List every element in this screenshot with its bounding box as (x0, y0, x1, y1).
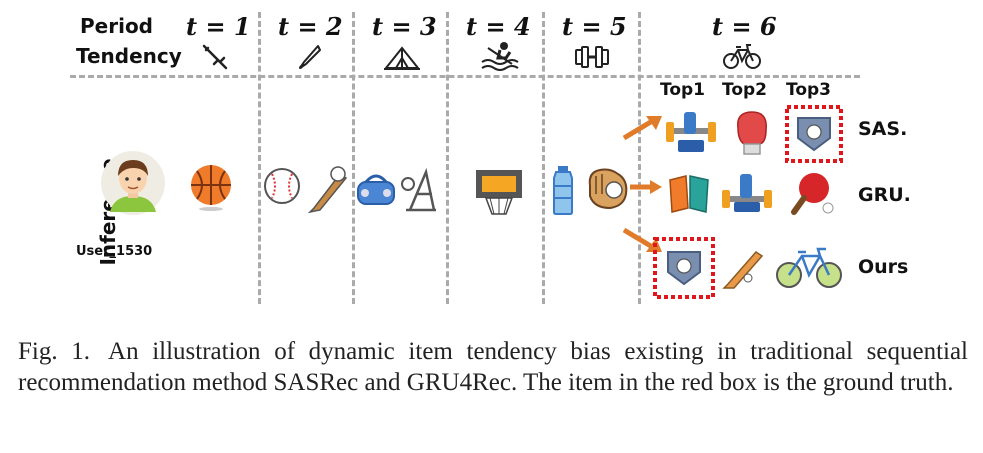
divider-3 (446, 12, 449, 304)
baseball-plate-ours-icon (653, 237, 715, 299)
period-t4: t = 4 (466, 12, 531, 41)
caption-text: An illustration of dynamic item tendency… (18, 338, 969, 396)
boxing-glove-icon (737, 111, 767, 155)
arrow-to-sas (622, 116, 662, 141)
baseball-plate-icon (785, 105, 843, 163)
divider-2 (352, 12, 355, 304)
tendency-label: Tendency (76, 44, 182, 68)
gloves-icon (669, 175, 709, 213)
sas-row-label: SAS. (858, 118, 908, 140)
top2-label: Top2 (722, 80, 768, 100)
user-avatar-icon (101, 151, 165, 215)
baseball-bat-ball-icon (307, 166, 348, 214)
gru-row-label: GRU. (858, 184, 911, 206)
divider-4 (542, 12, 545, 304)
period-t2: t = 2 (278, 12, 343, 41)
figure: Period Tendency t = 1 t = 2 t = 3 t = 4 … (70, 12, 911, 304)
baseball-bat-icon (722, 251, 764, 289)
header-divider (70, 75, 860, 78)
knife-icon (298, 45, 321, 70)
dumbbell-small-icon (575, 46, 609, 68)
top3-label: Top3 (786, 80, 832, 100)
period-t6: t = 6 (712, 12, 777, 41)
ping-pong-paddle-icon (791, 173, 834, 215)
sports-bag-icon (357, 174, 395, 205)
dumbbell-icon (666, 112, 716, 152)
user-label: User_1530 (76, 244, 153, 259)
period-t5: t = 5 (562, 12, 627, 41)
water-bottle-icon (553, 166, 573, 215)
top1-label: Top1 (660, 80, 706, 100)
period-t3: t = 3 (372, 12, 437, 41)
divider-1 (258, 12, 261, 304)
figure-caption: Fig. 1.An illustration of dynamic item t… (18, 336, 968, 398)
dumbbell-gru-icon (722, 174, 772, 212)
tent-icon (383, 46, 421, 70)
bicycle-small-icon (723, 44, 761, 69)
rifle-icon (202, 44, 228, 70)
basketball-hoop-icon (476, 170, 522, 215)
baseball-glove-icon (588, 168, 628, 210)
slingshot-icon (401, 167, 436, 212)
basketball-icon (191, 165, 231, 211)
period-label: Period (80, 14, 153, 38)
baseball-icon (264, 168, 300, 204)
period-t1: t = 1 (186, 12, 251, 41)
rowing-icon (481, 42, 519, 71)
bicycle-icon (776, 247, 842, 288)
ours-row-label: Ours (858, 256, 909, 278)
caption-label: Fig. 1. (18, 338, 91, 365)
divider-5 (638, 12, 641, 304)
arrow-to-gru (630, 180, 662, 194)
